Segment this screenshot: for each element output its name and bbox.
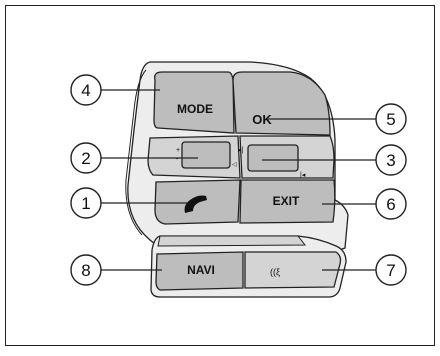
- callout-2: 2: [70, 142, 102, 174]
- mode-button-label: MODE: [177, 102, 213, 116]
- ok-button-label: OK: [252, 112, 272, 127]
- housing-edge-line: [125, 69, 147, 236]
- callout-3: 3: [375, 144, 407, 176]
- callout-7: 7: [375, 254, 407, 286]
- callout-1-label: 1: [81, 194, 90, 213]
- callout-2-label: 2: [81, 149, 90, 168]
- callout-5-label: 5: [386, 110, 395, 129]
- exit-button[interactable]: EXIT: [239, 179, 336, 224]
- callout-4-label: 4: [81, 81, 90, 100]
- callout-8: 8: [70, 254, 102, 286]
- callout-1: 1: [70, 187, 102, 219]
- mode-button[interactable]: MODE: [153, 71, 235, 134]
- track-next-icon: ▸|: [238, 147, 244, 154]
- volume-speaker-icon: ◁: [232, 162, 237, 168]
- callout-5: 5: [375, 103, 407, 135]
- callout-8-label: 8: [81, 261, 90, 280]
- track-prev-icon: |◂: [300, 172, 306, 179]
- volume-plus-icon: +: [176, 147, 180, 154]
- callout-3-label: 3: [386, 151, 395, 170]
- phone-handset-icon: [184, 195, 207, 213]
- leader-lines: [101, 89, 376, 271]
- navi-button-label: NAVI: [187, 263, 215, 277]
- lower-housing-top-lip: [157, 235, 307, 247]
- phone-button[interactable]: [154, 179, 241, 225]
- voice-command-button[interactable]: ((ξ: [244, 251, 342, 289]
- track-rocker[interactable]: ▸| |◂: [238, 135, 335, 179]
- volume-rocker-switch: [181, 141, 231, 169]
- exit-button-label: EXIT: [273, 194, 300, 208]
- callout-6: 6: [375, 188, 407, 220]
- volume-rocker[interactable]: + - ◁: [147, 135, 241, 179]
- ok-button[interactable]: OK: [232, 71, 331, 136]
- callout-6-label: 6: [386, 195, 395, 214]
- frame-border: [5, 5, 435, 346]
- voice-command-icon: ((ξ: [270, 267, 280, 277]
- volume-minus-icon: -: [176, 156, 179, 163]
- callout-7-label: 7: [386, 261, 395, 280]
- track-rocker-switch: [247, 144, 299, 172]
- navi-button[interactable]: NAVI: [155, 251, 244, 291]
- callout-4: 4: [70, 74, 102, 106]
